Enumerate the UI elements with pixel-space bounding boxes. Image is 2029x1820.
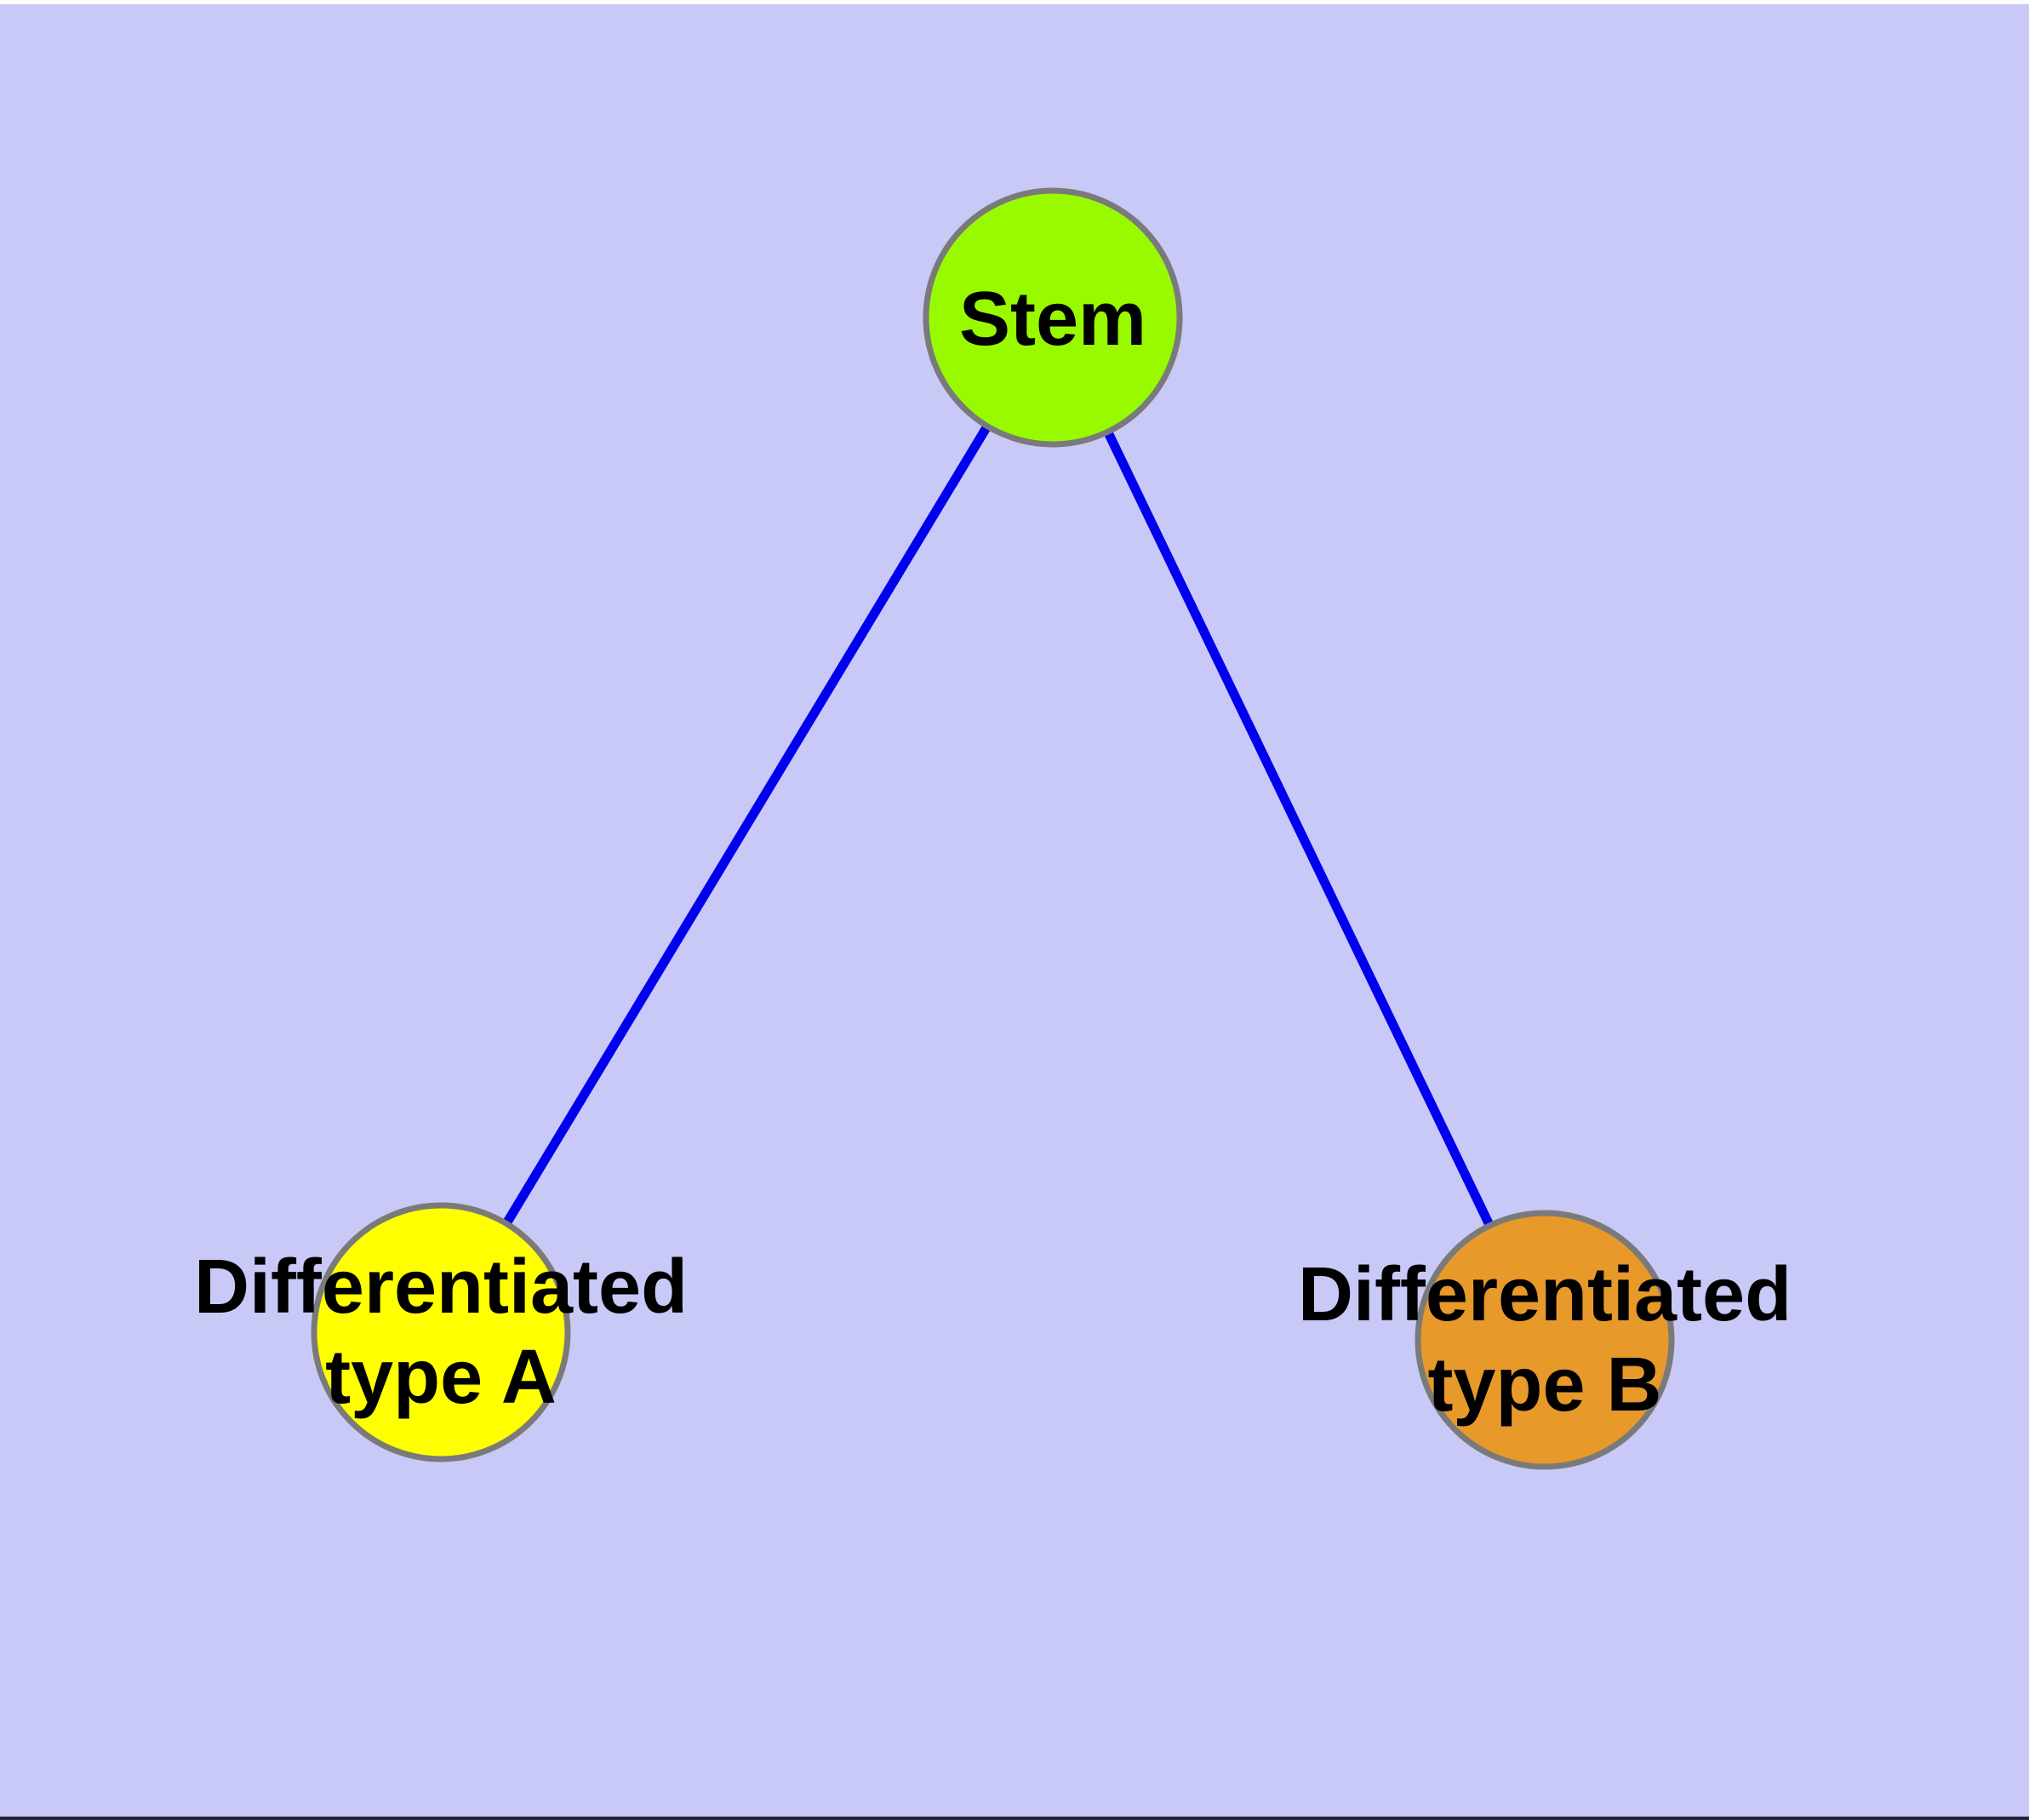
node-type-b-label: Differentiated type B	[1297, 1251, 1792, 1428]
edge-stem-to-type-b	[1049, 315, 1549, 1342]
edge-stem-to-type-a	[437, 315, 1057, 1335]
node-type-a-label: Differentiated type A	[193, 1244, 689, 1420]
node-type-a-circle	[311, 1202, 571, 1462]
node-type-b-circle	[1415, 1210, 1675, 1470]
node-stem-circle	[923, 187, 1183, 448]
top-border-strip	[0, 0, 2029, 4]
node-stem-label: Stem	[958, 276, 1147, 362]
bottom-border-line	[0, 1817, 2029, 1820]
